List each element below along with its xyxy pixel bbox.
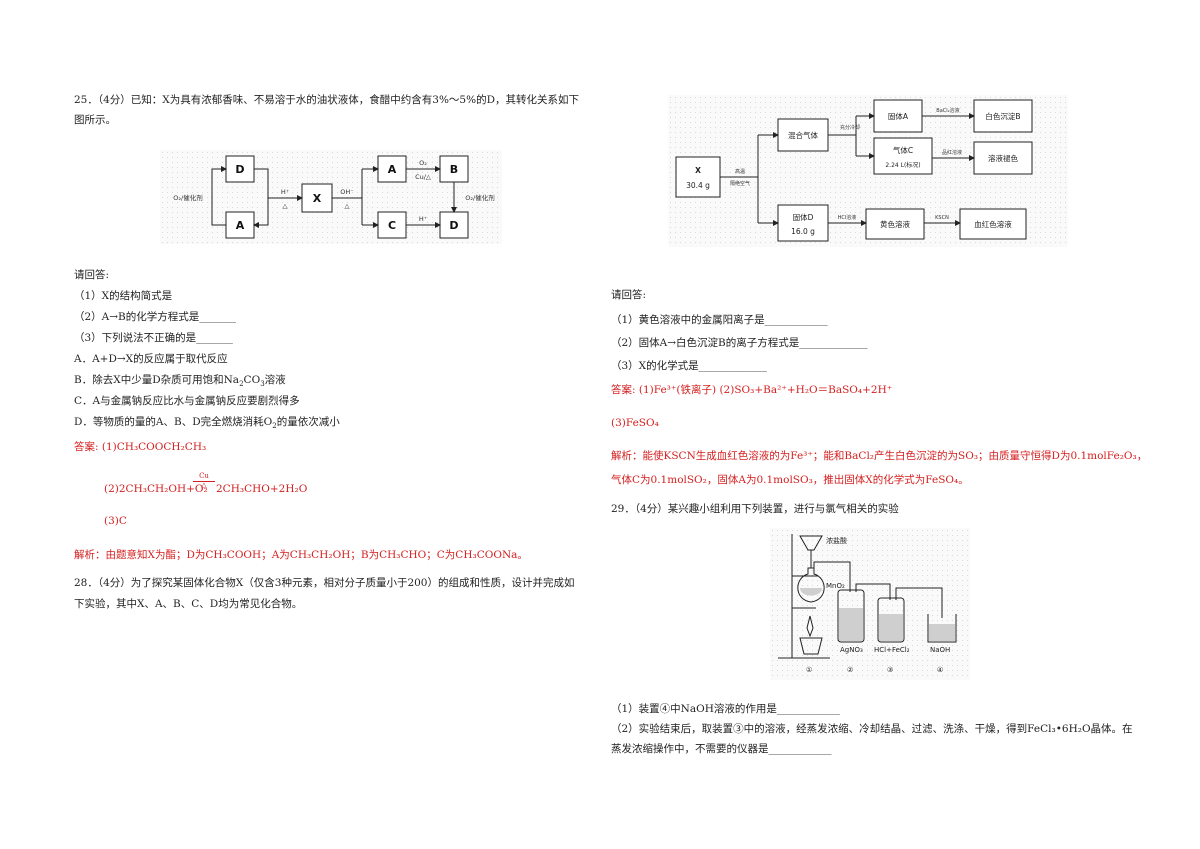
q29-sub2-cont: 蒸发浓缩操作中，不需要的仪器是____________: [611, 743, 832, 755]
q25-label-o2-catalyst-right: O₂/催化剂: [465, 193, 494, 202]
q25-box-a-left: [225, 211, 255, 239]
separatory-funnel-icon: [799, 535, 823, 551]
q25-answer-2-cu: Cu: [199, 472, 209, 480]
q28-sub2: （2）固体A→白色沉淀B的离子方程式是_____________: [611, 337, 868, 349]
q25-box-d-right: [439, 211, 469, 239]
q25-option-c: C．A与金属钠反应比水与金属钠反应要剧烈得多: [74, 395, 300, 407]
q28-label-hcl: HCl溶液: [838, 214, 857, 221]
q28-box-bloodred: [959, 208, 1027, 240]
q25-label-b: B: [450, 163, 458, 176]
q28-box-gas-c: [873, 137, 933, 175]
q29-label-conc-hcl: 浓盐酸: [826, 536, 847, 545]
q28-box-white-ppt: [973, 99, 1033, 133]
q28-answer-3: (3)FeSO₄: [611, 417, 659, 429]
q25-answer-1: 答案: (1)CH₃COOCH₂CH₃: [74, 441, 207, 453]
q29-label-n2: ②: [847, 666, 853, 674]
q25-flow-svg: D A X A B C D O₂/催化剂 H⁺ △ OH⁻ △ O₂ Cu/△ …: [173, 155, 495, 239]
q25-label-d-right: D: [449, 219, 458, 232]
q28-intro-line1: 28．（4分）为了探究某固体化合物X（仅含3种元素，相对分子质量小于200）的组…: [74, 577, 575, 589]
q28-flow-svg: X 30.4 g 混合气体 固体A 白色沉淀B 气体C 2.24 L(标况) 溶…: [675, 99, 1033, 242]
round-flask-icon: [797, 567, 825, 603]
q25-intro-line1: 25．（4分）已知：X为具有浓郁香味、不易溶于水的油状液体，食醋中约含有3%～5…: [74, 94, 579, 106]
q28-sub3: （3）X的化学式是_____________: [611, 360, 767, 372]
beaker-4-icon: [927, 614, 957, 643]
q28-label-gas-c: 气体C: [893, 145, 913, 155]
wash-bottle-3-icon: [877, 597, 905, 643]
q28-label-x: X: [695, 166, 701, 175]
q29-sub2: （2）实验结束后，取装置③中的溶液，经蒸发浓缩、冷却结晶、过滤、洗涤、干燥，得到…: [611, 723, 1133, 735]
q25-sub1: （1）X的结构简式是: [74, 290, 173, 302]
q28-analysis-line2: 气体C为0.1molSO₂，固体A为0.1molSO₃，推出固体X的化学式为Fe…: [611, 474, 969, 486]
q28-box-yellow: [865, 208, 925, 240]
q28-label-solid-a: 固体A: [888, 111, 909, 121]
q29-label-n4: ④: [937, 666, 943, 674]
q25-label-delta-2: △: [345, 202, 350, 210]
q25-answer-3: (3)C: [104, 515, 127, 527]
q25-label-delta-1: △: [283, 202, 288, 210]
q25-sub2: （2）A→B的化学方程式是_______: [74, 311, 237, 323]
q25-label-d-left: D: [235, 163, 244, 176]
q29-apparatus-svg: 浓盐酸 MnO₂ AgNO₃ HCl+FeCl₂ NaOH ① ② ③ ④: [778, 534, 957, 674]
q25-label-a-right: A: [388, 163, 397, 176]
q25-label-cu-delta: Cu/△: [415, 173, 431, 181]
q28-label-kscn: KSCN: [935, 215, 949, 221]
q28-label-solid-d: 固体D: [793, 212, 814, 222]
q28-intro-line2: 下实验，其中X、A、B、C、D均为常见化合物。: [74, 598, 303, 610]
q25-flow-diagram: D A X A B C D O₂/催化剂 H⁺ △ OH⁻ △ O₂ Cu/△ …: [160, 150, 502, 244]
q28-label-cool: 充分冷却: [840, 124, 860, 131]
q28-sub1: （1）黄色溶液中的金属阳离子是____________: [611, 314, 828, 326]
q25-intro-line2: 图所示。: [74, 114, 116, 126]
q29-apparatus-figure: 浓盐酸 MnO₂ AgNO₃ HCl+FeCl₂ NaOH ① ② ③ ④: [770, 528, 970, 680]
q28-label-white-ppt: 白色沉淀B: [985, 111, 1020, 121]
q28-label-mixed-gas: 混合气体: [788, 130, 818, 140]
q28-label-bacl2: BaCl₂溶液: [936, 107, 959, 114]
q29-label-n3: ③: [887, 666, 893, 674]
q28-label-solid-d-mass: 16.0 g: [791, 227, 815, 236]
q25-analysis: 解析：由题意知X为酯；D为CH₃COOH；A为CH₃CH₂OH；B为CH₃CHO…: [74, 549, 528, 561]
q28-box-x: [675, 156, 721, 198]
q25-label-c: C: [388, 219, 396, 232]
q29-label-mno2: MnO₂: [826, 582, 845, 590]
q28-box-mixed-gas: [777, 118, 829, 152]
q25-label-o2-catalyst-left: O₂/催化剂: [173, 193, 202, 202]
q28-label-heat: 高温: [735, 168, 745, 175]
q28-box-fade: [973, 141, 1033, 175]
q25-answer-2-delta: △: [201, 481, 207, 489]
q28-analysis-line1: 解析：能使KSCN生成血红色溶液的为Fe³⁺；能和BaCl₂产生白色沉淀的为SO…: [611, 450, 1148, 462]
q25-box-x: [301, 183, 333, 213]
q25-answer-2-left: (2)2CH₃CH₂OH+O₂: [104, 483, 208, 495]
alcohol-lamp-icon: [799, 637, 823, 655]
q28-label-pinred: 品红溶液: [942, 149, 962, 156]
flame-icon: [806, 615, 814, 638]
q25-label-o2: O₂: [419, 159, 427, 167]
q25-option-d: D．等物质的量的A、B、D完全燃烧消耗O2的量依次减小: [74, 416, 340, 431]
q25-label-a-left: A: [236, 219, 245, 232]
q28-label-x-mass: 30.4 g: [686, 181, 710, 190]
q25-please-answer: 请回答:: [74, 269, 110, 281]
q29-intro: 29．（4分）某兴趣小组利用下列装置，进行与氯气相关的实验: [611, 503, 899, 515]
wash-bottle-2-icon: [837, 589, 865, 643]
q28-label-fade: 溶液褪色: [988, 153, 1018, 163]
q25-label-h-plus-2: H⁺: [419, 215, 427, 223]
q28-label-yellow: 黄色溶液: [880, 219, 910, 229]
q28-label-gas-c-vol: 2.24 L(标况): [885, 161, 920, 169]
q25-label-oh-minus: OH⁻: [340, 188, 353, 196]
q29-sub1: （1）装置④中NaOH溶液的作用是____________: [611, 703, 840, 715]
q25-answer-2-arrow: [193, 481, 215, 482]
q28-label-bloodred: 血红色溶液: [974, 219, 1012, 229]
q29-label-agno3: AgNO₃: [840, 646, 863, 654]
q29-label-n1: ①: [806, 666, 812, 674]
q28-answer-line: 答案: (1)Fe³⁺(铁离子) (2)SO₃+Ba²⁺+H₂O＝BaSO₄+2…: [611, 384, 893, 396]
q28-label-isolate-air: 隔绝空气: [730, 180, 750, 187]
q28-please-answer: 请回答:: [611, 289, 647, 301]
q25-label-h-plus: H⁺: [281, 188, 289, 196]
q25-option-b: B．除去X中少量D杂质可用饱和Na2CO3溶液: [74, 374, 286, 389]
q29-label-hcl-fecl2: HCl+FeCl₂: [874, 646, 910, 654]
q29-label-naoh: NaOH: [930, 646, 950, 654]
q25-answer-2-right: 2CH₃CHO+2H₂O: [216, 483, 308, 495]
q25-label-x: X: [313, 192, 322, 205]
q25-sub3: （3）下列说法不正确的是_______: [74, 332, 233, 344]
q28-flow-diagram: X 30.4 g 混合气体 固体A 白色沉淀B 气体C 2.24 L(标况) 溶…: [668, 95, 1068, 247]
q25-option-a: A．A+D→X的反应属于取代反应: [74, 353, 228, 365]
